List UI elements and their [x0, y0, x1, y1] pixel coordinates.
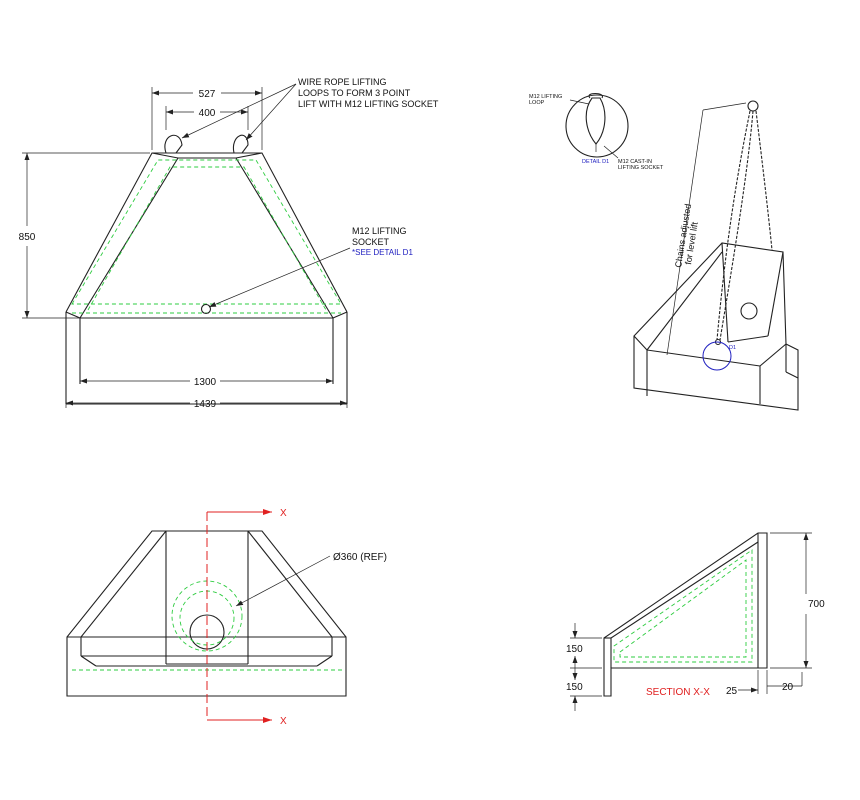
detail-d1-bubble	[565, 94, 629, 158]
front-view: 527 400 850 1300 1439 WIRE ROPE LIFTING …	[19, 77, 439, 410]
detail-loop-label-1: M12 LIFTING	[529, 94, 562, 100]
lifting-loop-left-icon	[164, 134, 183, 154]
detail-loop-label-2: LOOP	[529, 100, 545, 106]
dim-1439: 1439	[194, 399, 217, 410]
detail-marker-circle	[702, 341, 732, 371]
dim-400: 400	[199, 108, 216, 119]
section-xx-label: SECTION X-X	[646, 687, 710, 698]
detail-socket-label-1: M12 CAST-IN	[618, 159, 652, 165]
dim-20: 20	[782, 682, 794, 693]
note-loops-line-1: WIRE ROPE LIFTING	[298, 77, 387, 87]
section-marker-top: X	[280, 508, 287, 519]
dim-diameter: Ø360 (REF)	[333, 552, 387, 563]
note-socket-line-2: SOCKET	[352, 237, 390, 247]
dim-1300: 1300	[194, 377, 217, 388]
plan-view: X X Ø360 (REF)	[66, 508, 387, 727]
isometric-view: D1 Chains adjusted for level lift M12 LI…	[529, 92, 799, 411]
section-view: 700 150 150 25 20 SECTION X-X	[566, 532, 825, 711]
detail-d1-label: DETAIL D1	[582, 159, 609, 165]
section-marker-bottom: X	[280, 716, 287, 727]
note-loops-line-3: LIFT WITH M12 LIFTING SOCKET	[298, 99, 439, 109]
dim-150-lower: 150	[566, 682, 583, 693]
note-socket-line-1: M12 LIFTING	[352, 226, 407, 236]
dim-527: 527	[199, 89, 216, 100]
lifting-loop-right-icon	[232, 134, 249, 154]
detail-marker-d1: D1	[729, 345, 736, 351]
dim-150-upper: 150	[566, 644, 583, 655]
dim-25: 25	[726, 686, 738, 697]
note-loops-line-2: LOOPS TO FORM 3 POINT	[298, 88, 411, 98]
detail-socket-label-2: LIFTING SOCKET	[618, 165, 664, 171]
lifting-socket-icon	[200, 303, 212, 315]
dim-700: 700	[808, 599, 825, 610]
dim-850: 850	[19, 232, 36, 243]
crane-hook-ring-icon	[747, 100, 759, 112]
note-socket-ref: *SEE DETAIL D1	[352, 248, 413, 257]
